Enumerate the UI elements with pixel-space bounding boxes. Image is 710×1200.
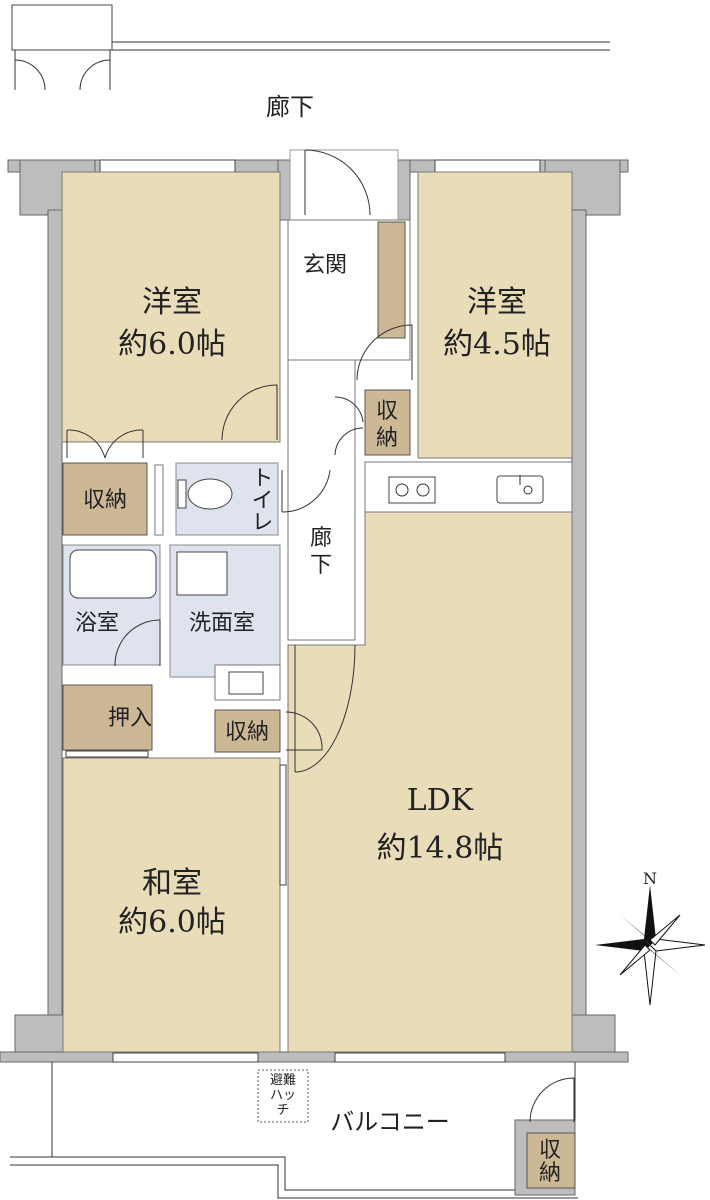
washroom-label: 洗面室 (189, 611, 255, 636)
evacuation-hatch[interactable] (257, 1069, 309, 1123)
balcony-closet-door[interactable] (529, 1077, 575, 1123)
closet-left (62, 462, 148, 536)
western-room-2-size: 約4.5帖 (443, 327, 551, 362)
compass-north-label: N (643, 869, 657, 888)
compass-icon (595, 885, 706, 1006)
outside-corridor-railing (11, 4, 610, 91)
japanese-room-sliding-door[interactable] (279, 764, 287, 886)
wash-basin-icon (228, 671, 264, 695)
closet-left-label: 収納 (83, 488, 127, 513)
japanese-room (62, 757, 281, 1053)
closet-wash (214, 709, 281, 753)
closet-hall-doors[interactable] (334, 396, 364, 456)
closet-hall-label-2: 納 (376, 426, 398, 451)
evacuation-hatch-label: 避難ハッチ (269, 1073, 296, 1118)
bathroom-label: 浴室 (75, 611, 119, 636)
evacuation-hatch-label-box: 避難ハッチ (269, 1073, 296, 1118)
stove-icon (388, 476, 436, 504)
ldk-name: LDK (407, 783, 474, 818)
balcony-closet-label-2: 納 (539, 1161, 561, 1186)
washing-machine-pan-icon (176, 551, 228, 596)
western-room-2 (417, 171, 573, 459)
closet-hall-label-1: 収 (376, 399, 398, 424)
toilet-label: トイレ (248, 466, 273, 532)
entrance-porch (289, 149, 399, 221)
ldk (287, 511, 573, 1053)
kitchen-sink-icon (496, 475, 544, 504)
shoe-closet (377, 221, 406, 339)
western-room-1-name: 洋室 (142, 285, 202, 320)
closet-left-doors[interactable] (66, 429, 144, 459)
oshiire-sliding-door[interactable] (65, 750, 149, 758)
oshiire (62, 684, 153, 751)
japanese-room-name: 和室 (142, 866, 202, 901)
western-room-1-door[interactable] (221, 384, 278, 441)
balcony-closet (526, 1132, 576, 1189)
ldk-size: 約14.8帖 (377, 831, 504, 866)
inner-corridor-label-1: 廊 (310, 526, 332, 551)
closet-wash-door[interactable] (285, 711, 323, 751)
balcony-label: バルコニー (330, 1108, 450, 1136)
balcony-closet-label-1: 収 (539, 1138, 561, 1163)
toilet-bowl-icon (177, 478, 233, 510)
inner-corridor-label-2: 下 (310, 553, 332, 578)
toilet-shelf (154, 464, 164, 536)
western-room-1-size: 約6.0帖 (118, 327, 226, 362)
western-room-2-door[interactable] (356, 324, 413, 381)
entrance-label: 玄関 (303, 253, 347, 278)
oshiire-label: 押入 (108, 706, 152, 731)
front-door[interactable] (304, 149, 371, 216)
outside-corridor-label: 廊下 (266, 93, 314, 121)
western-room-1 (61, 171, 281, 443)
bathtub-icon (69, 549, 157, 599)
inner-corridor (287, 359, 356, 641)
ldk-door[interactable] (294, 644, 356, 773)
japanese-room-size: 約6.0帖 (118, 905, 226, 940)
closet-wash-label: 収納 (225, 720, 269, 745)
toilet-door[interactable] (281, 469, 331, 513)
closet-hall (364, 389, 411, 456)
bathroom-door[interactable] (114, 619, 161, 667)
western-room-2-name: 洋室 (467, 285, 527, 320)
windows (99, 159, 541, 1063)
